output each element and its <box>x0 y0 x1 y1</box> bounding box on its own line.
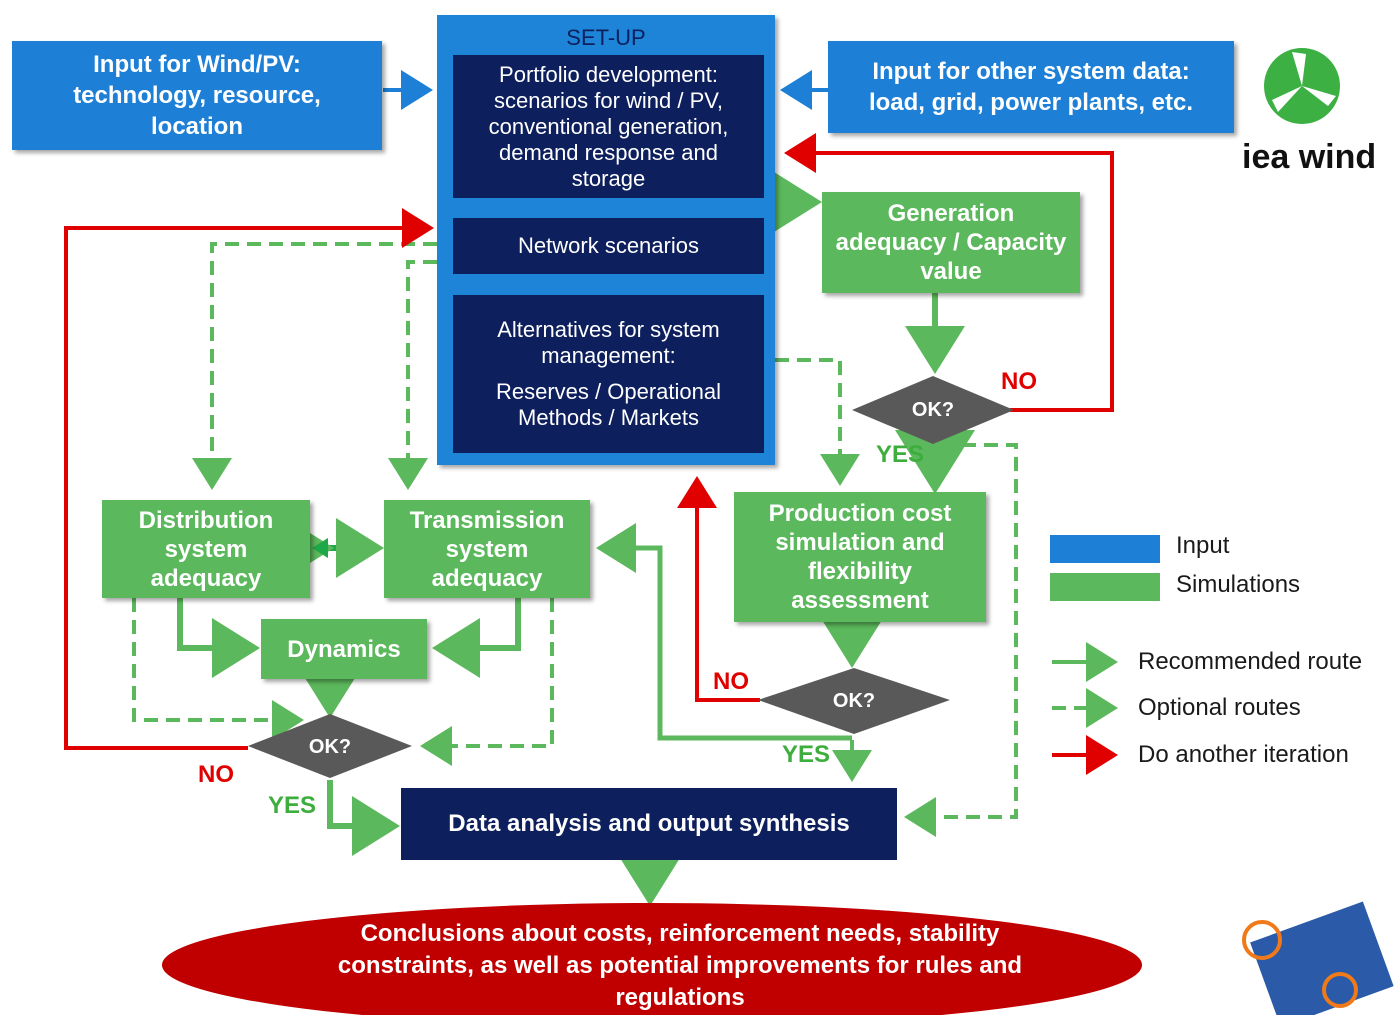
transmission-to-dynamics-arrow <box>432 598 521 678</box>
legend-recommended-label: Recommended route <box>1138 648 1363 675</box>
input-wind-pv-box: Input for Wind/PV: technology, resource,… <box>12 41 382 150</box>
legend-simulations-label: Simulations <box>1176 571 1301 598</box>
distribution-adequacy-text: Distribution system adequacy <box>138 506 274 592</box>
portfolio-development-text: Portfolio development: scenarios for win… <box>488 61 729 191</box>
portfolio-development-box: Portfolio development: scenarios for win… <box>453 55 764 198</box>
setup-title: SET-UP <box>566 25 646 50</box>
input-other-data-box: Input for other system data: load, grid,… <box>828 41 1234 133</box>
generation-adequacy-box: Generation adequacy / Capacity value <box>822 192 1080 293</box>
ok2-no-arrow <box>677 476 760 702</box>
conclusions-text: Conclusions about costs, reinforcement n… <box>337 920 1023 1011</box>
distribution-to-dynamics-arrow <box>177 598 260 678</box>
legend-simulation-swatch <box>1050 573 1160 601</box>
setup-to-transmission-arrow <box>388 260 437 490</box>
input-wind-pv-text: Input for Wind/PV: technology, resource,… <box>73 51 321 140</box>
legend-optional-label: Optional routes <box>1138 694 1301 721</box>
conclusions-ellipse <box>162 903 1142 1015</box>
decision-ok1-label: OK? <box>911 399 955 421</box>
ok3-yes-label: YES <box>268 792 317 819</box>
data-analysis-box: Data analysis and output synthesis <box>401 788 897 860</box>
transmission-adequacy-box: Transmission system adequacy <box>384 500 590 598</box>
data-analysis-text: Data analysis and output synthesis <box>448 810 850 837</box>
transmission-adequacy-text: Transmission system adequacy <box>409 506 565 592</box>
input-other-data-text: Input for other system data: load, grid,… <box>868 58 1194 116</box>
network-scenarios-box: Network scenarios <box>453 218 764 274</box>
ok2-to-transmission-arrow <box>596 523 852 741</box>
iea-wind-logo: iea wind <box>1242 138 1377 176</box>
ok3-no-arrow <box>64 208 434 750</box>
ok1-no-arrow <box>784 133 1114 412</box>
legend-iteration-label: Do another iteration <box>1138 741 1349 768</box>
transmission-optional-ok3-arrow <box>420 598 554 766</box>
production-cost-box: Production cost simulation and flexibili… <box>734 492 986 622</box>
decision-ok3 <box>248 714 412 778</box>
ok2-no-label: NO <box>713 668 749 695</box>
production-cost-text: Production cost simulation and flexibili… <box>768 500 952 614</box>
legend-input-swatch <box>1050 535 1160 563</box>
decision-ok3-label: OK? <box>308 736 352 758</box>
distribution-adequacy-box: Distribution system adequacy <box>102 500 310 598</box>
system-management-title: Alternatives for system management: <box>497 317 720 368</box>
ok1-no-label: NO <box>1001 368 1037 395</box>
decision-ok2-label: OK? <box>832 690 876 712</box>
system-management-options: Reserves / Operational Methods / Markets <box>496 379 721 430</box>
setup-to-distribution-arrow <box>192 242 437 490</box>
system-management-box: Alternatives for system management: Rese… <box>453 295 764 453</box>
legend-input-label: Input <box>1176 532 1230 559</box>
decision-ok2 <box>758 668 950 734</box>
generation-adequacy-text: Generation adequacy / Capacity value <box>835 200 1067 285</box>
alternatives-to-production-arrow <box>775 358 860 486</box>
ok2-yes-label: YES <box>782 741 831 768</box>
ok1-yes-label: YES <box>876 441 925 468</box>
ok3-yes-arrow <box>327 780 400 856</box>
dynamics-text: Dynamics <box>287 635 401 663</box>
solar-panel-icon <box>1242 901 1394 1015</box>
ok3-no-label: NO <box>198 761 234 788</box>
distribution-optional-ok3-arrow <box>132 598 304 740</box>
decision-ok1 <box>852 376 1014 444</box>
network-scenarios-text: Network scenarios <box>518 233 699 258</box>
dynamics-box: Dynamics <box>261 619 427 679</box>
